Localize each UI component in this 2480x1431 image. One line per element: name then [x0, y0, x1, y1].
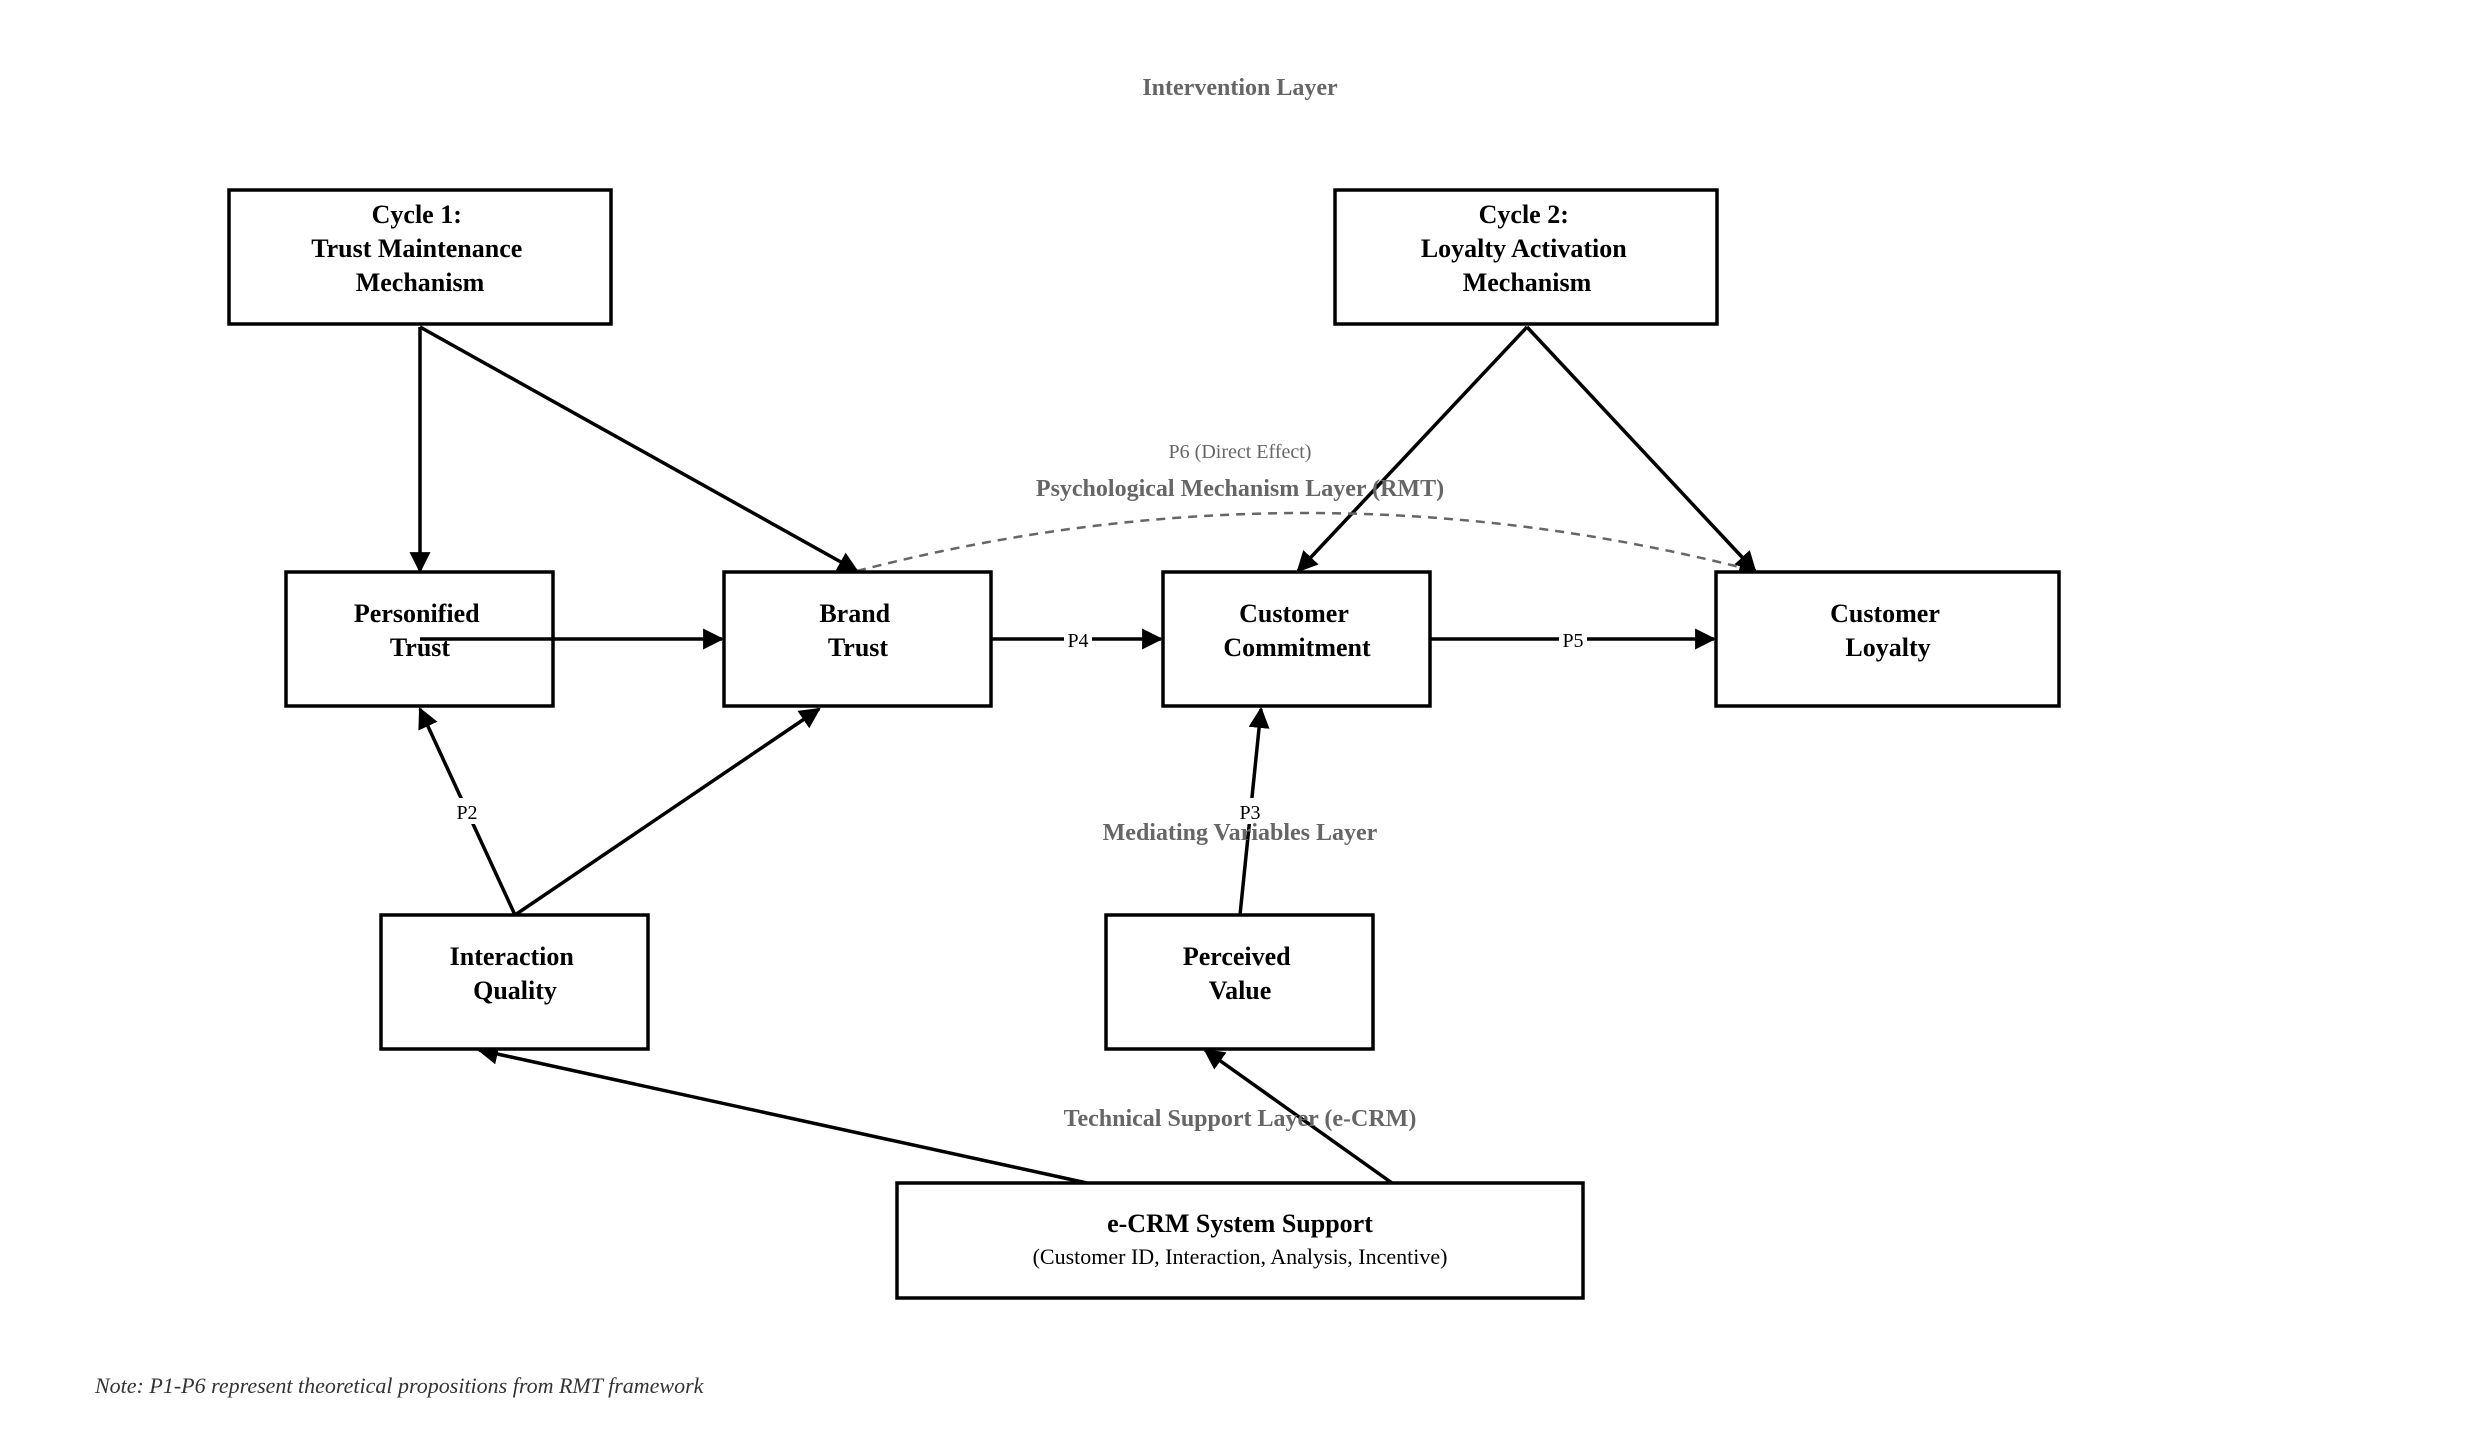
cycle1-box: [227, 188, 613, 326]
p5-label-group: P5: [1559, 626, 1587, 652]
footnote: Note: P1-P6 represent theoretical propos…: [94, 1373, 705, 1398]
p5-label: P5: [1562, 630, 1583, 652]
edge-cycle1-to-brand-trust: [419, 325, 859, 573]
technical-layer-label: Technical Support Layer (e-CRM): [1064, 1106, 1417, 1132]
ecrm-title: e-CRM System Support: [1107, 1209, 1373, 1238]
p4-label-group: P4: [1064, 626, 1092, 652]
p3-label-group: P3: [1236, 798, 1264, 824]
brand-trust-label: Brand Trust: [819, 599, 896, 662]
p4-label: P4: [1067, 630, 1088, 652]
personified-trust-label: Personified Trust: [354, 599, 486, 662]
edge-cycle2-to-customer-loyalty: [1525, 325, 1757, 573]
customer-commitment-box: [1161, 570, 1432, 708]
cycle2-box: [1333, 188, 1719, 326]
mediating-layer-label: Mediating Variables Layer: [1103, 820, 1378, 846]
customer-loyalty-box: [1714, 570, 2061, 708]
p2-label: P2: [456, 802, 477, 824]
cycle2-label: Cycle 2: Loyalty Activation Mechanism: [1421, 200, 1633, 297]
p2-label-group: P2: [453, 798, 481, 824]
interaction-quality-label: Interaction Quality: [450, 942, 581, 1005]
p3-label: P3: [1239, 802, 1260, 824]
perceived-value-label: Perceived Value: [1183, 942, 1297, 1005]
customer-loyalty-label: Customer Loyalty: [1830, 599, 1946, 662]
perceived-value-box: [1104, 913, 1375, 1051]
psychological-layer-label: Psychological Mechanism Layer (RMT): [1036, 476, 1444, 502]
intervention-layer-label: Intervention Layer: [1142, 75, 1338, 101]
edge-ecrm-to-perceived-value: [1203, 1048, 1394, 1185]
edge-p6-dashed-curve: [856, 511, 1757, 576]
cycle1-label: Cycle 1: Trust Maintenance Mechanism: [311, 200, 529, 297]
p6-direct-effect-label: P6 (Direct Effect): [1169, 441, 1312, 463]
edge-interaction-quality-to-brand-trust: [514, 707, 821, 917]
edge-cycle2-to-customer-commitment: [1296, 325, 1529, 573]
ecrm-box: [895, 1181, 1585, 1300]
edge-ecrm-to-interaction-quality: [476, 1043, 1088, 1185]
customer-commitment-label: Customer Commitment: [1223, 599, 1371, 662]
ecrm-subtitle: (Customer ID, Interaction, Analysis, Inc…: [1033, 1244, 1448, 1269]
interaction-quality-box: [379, 913, 650, 1051]
